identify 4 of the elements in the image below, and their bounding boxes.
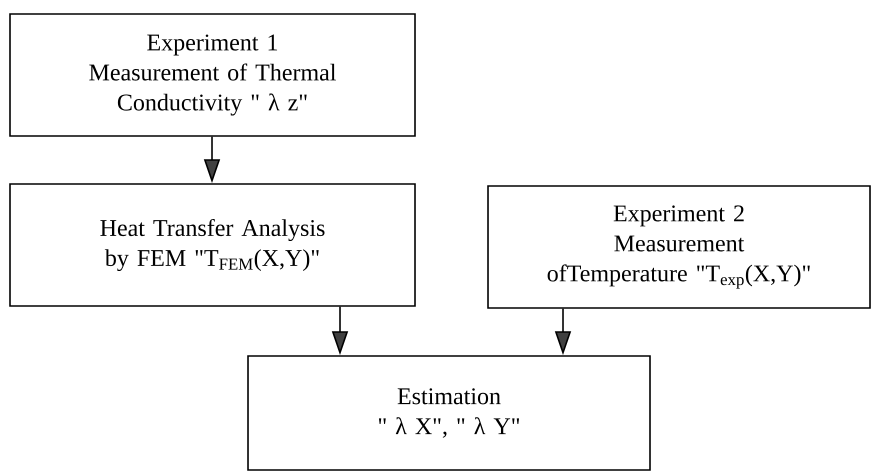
process-box: Experiment 2 Measurement ofTemperature "T$_{exp}$(X,Y)": [487, 185, 871, 309]
process-box: Experiment 1 Measurement of Thermal Conductivity " λ z": [9, 13, 416, 137]
process-box: Heat Transfer Analysis by FEM "T$_{FEM}$(X,Y)": [9, 183, 416, 307]
process-box: Estimation " λ X", " λ Y": [247, 355, 651, 471]
